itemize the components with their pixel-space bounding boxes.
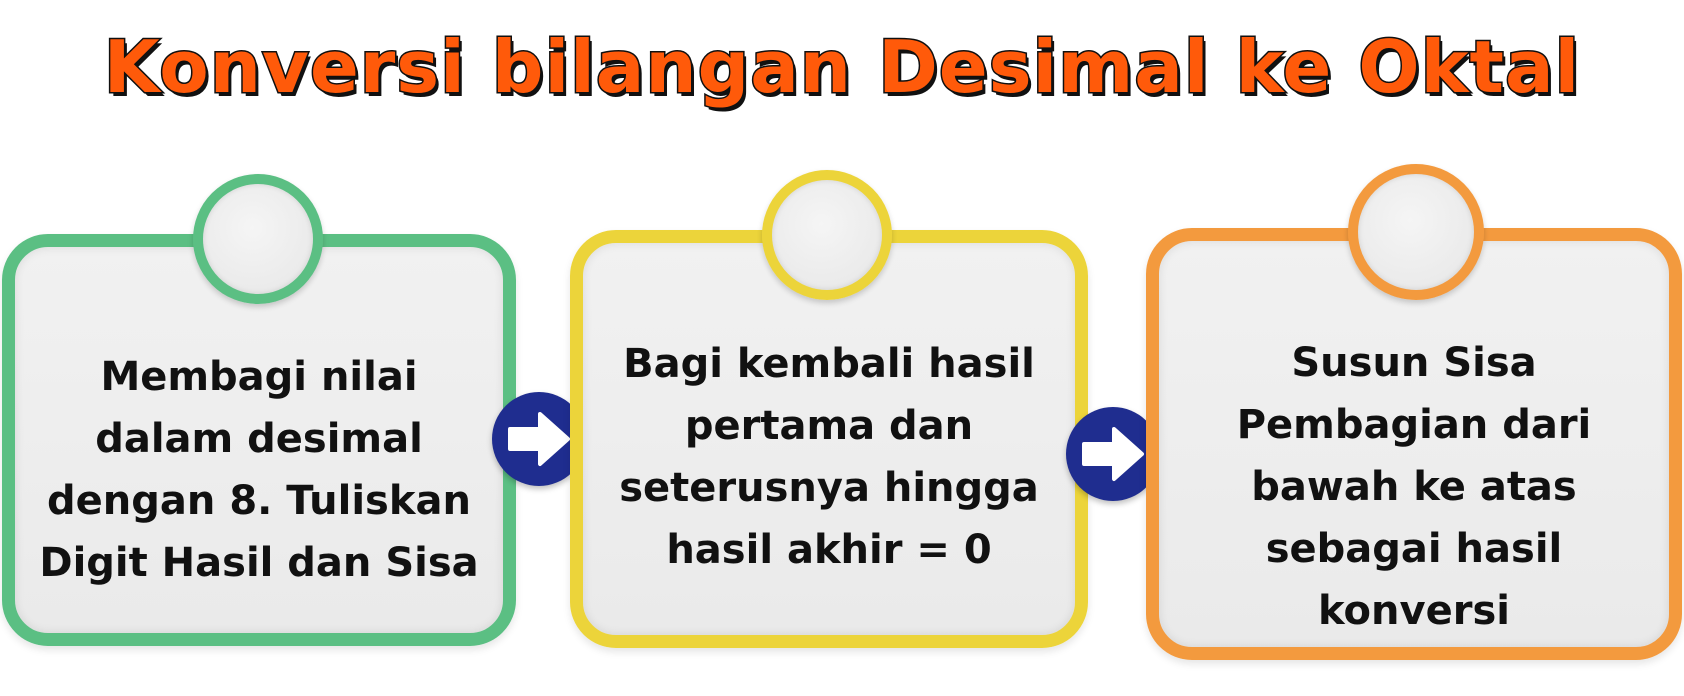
step-3-text: Susun Sisa Pembagian dari bawah ke atas … [1236,340,1592,634]
arrow-right-icon [1066,407,1160,501]
step-card-2: Bagi kembali hasil pertama dan seterusny… [570,230,1088,648]
step-1-badge [193,174,323,304]
step-3-badge [1348,164,1484,300]
step-1-text: Membagi nilai dalam desimal dengan 8. Tu… [39,354,479,586]
diagram-title: Konversi bilangan Desimal ke Oktal [102,24,1581,111]
step-2-badge [762,170,892,300]
step-2-text: Bagi kembali hasil pertama dan seterusny… [619,341,1039,573]
step-card-3: Susun Sisa Pembagian dari bawah ke atas … [1146,228,1682,660]
